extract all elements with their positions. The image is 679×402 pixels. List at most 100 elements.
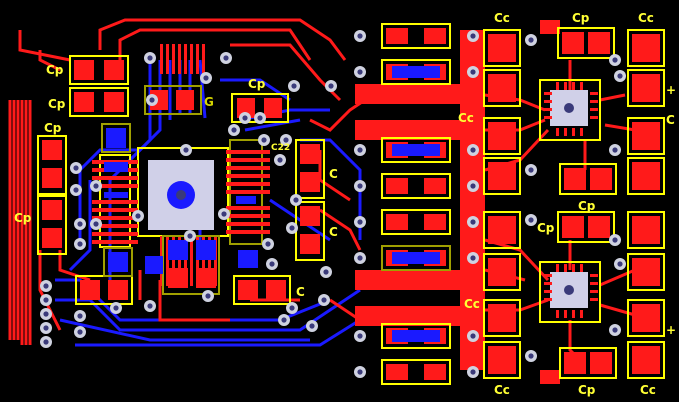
via-hole	[357, 333, 363, 339]
via-hole	[43, 325, 49, 331]
via-hole	[470, 33, 476, 39]
via-hole	[77, 329, 83, 335]
designator-g: G	[204, 95, 214, 109]
designator-cc: Cc	[638, 11, 654, 25]
via-hole	[328, 83, 334, 89]
via-hole	[617, 261, 623, 267]
resistor-column[interactable]	[381, 23, 451, 385]
via-hole	[43, 297, 49, 303]
via-hole	[231, 127, 237, 133]
via-hole	[135, 213, 141, 219]
via-hole	[470, 147, 476, 153]
via-hole	[612, 237, 618, 243]
via-hole	[357, 69, 363, 75]
designator-cp: Cp	[572, 11, 590, 25]
via-hole	[470, 255, 476, 261]
via-hole	[528, 353, 534, 359]
via-hole	[357, 183, 363, 189]
via-hole	[261, 137, 267, 143]
via-hole	[265, 241, 271, 247]
designator-cc: Cc	[640, 383, 656, 397]
via-hole	[617, 73, 623, 79]
designator-cp: Cp	[248, 77, 266, 91]
via-hole	[289, 225, 295, 231]
main-qfn-footprint[interactable]	[137, 44, 229, 286]
via-hole	[73, 165, 79, 171]
designator-cc: Cc	[464, 297, 480, 311]
designator-cc: Cc	[494, 11, 510, 25]
via-hole	[77, 221, 83, 227]
designator-c: C	[296, 285, 305, 299]
designator-cc: Cc	[494, 383, 510, 397]
via-hole	[357, 219, 363, 225]
via-hole	[257, 115, 263, 121]
via-hole	[77, 241, 83, 247]
via-hole	[612, 147, 618, 153]
designator-c: C	[329, 225, 338, 239]
via-hole	[528, 217, 534, 223]
via-hole	[470, 333, 476, 339]
right-cap-pads[interactable]	[483, 27, 665, 379]
left-soic-pair[interactable]	[92, 154, 138, 248]
via-hole	[113, 305, 119, 311]
silkscreen-labels: Cp Cp Cp Cp Cp G C C C C22 Cc Cp Cc + C …	[14, 11, 676, 397]
right-soic[interactable]	[226, 139, 270, 245]
via-hole	[528, 37, 534, 43]
power-buses	[355, 20, 560, 384]
designator-c22: C22	[271, 143, 290, 153]
via-hole	[357, 147, 363, 153]
via-hole	[73, 187, 79, 193]
via-hole	[269, 261, 275, 267]
designator-cp: Cp	[46, 63, 64, 77]
via-hole	[147, 303, 153, 309]
via-hole	[470, 183, 476, 189]
via-hole	[612, 57, 618, 63]
designator-cp: Cp	[48, 97, 66, 111]
via-hole	[147, 55, 153, 61]
via-hole	[357, 369, 363, 375]
via-hole	[293, 197, 299, 203]
via-hole	[470, 219, 476, 225]
via-hole	[187, 233, 193, 239]
via-hole	[281, 317, 287, 323]
via-hole	[205, 293, 211, 299]
via-hole	[321, 297, 327, 303]
polarity-plus: +	[666, 83, 676, 97]
designator-cp: Cp	[537, 221, 555, 235]
designator-cp: Cp	[14, 211, 32, 225]
via-hole	[357, 33, 363, 39]
via-hole	[357, 255, 363, 261]
polarity-plus: +	[666, 323, 676, 337]
vias	[40, 30, 626, 378]
designator-cp: Cp	[44, 121, 62, 135]
via-hole	[203, 75, 209, 81]
via-hole	[77, 313, 83, 319]
via-hole	[612, 327, 618, 333]
qfn-chip-icon[interactable]	[539, 79, 601, 141]
qfn-chip-icon[interactable]	[539, 261, 601, 323]
via-hole	[43, 283, 49, 289]
via-hole	[223, 55, 229, 61]
designator-c: C	[329, 167, 338, 181]
via-hole	[43, 339, 49, 345]
via-hole	[149, 97, 155, 103]
via-hole	[242, 115, 248, 121]
via-hole	[221, 211, 227, 217]
via-hole	[93, 183, 99, 189]
top-layer-traces	[8, 18, 636, 362]
designator-cp: Cp	[578, 199, 596, 213]
via-hole	[323, 269, 329, 275]
left-passives[interactable]	[37, 55, 325, 305]
via-hole	[289, 305, 295, 311]
via-hole	[309, 323, 315, 329]
via-hole	[93, 221, 99, 227]
via-hole	[528, 167, 534, 173]
via-hole	[291, 83, 297, 89]
via-hole	[283, 137, 289, 143]
designator-cc: Cc	[458, 111, 474, 125]
via-hole	[470, 369, 476, 375]
via-hole	[277, 157, 283, 163]
designator-cp: Cp	[578, 383, 596, 397]
via-hole	[470, 69, 476, 75]
